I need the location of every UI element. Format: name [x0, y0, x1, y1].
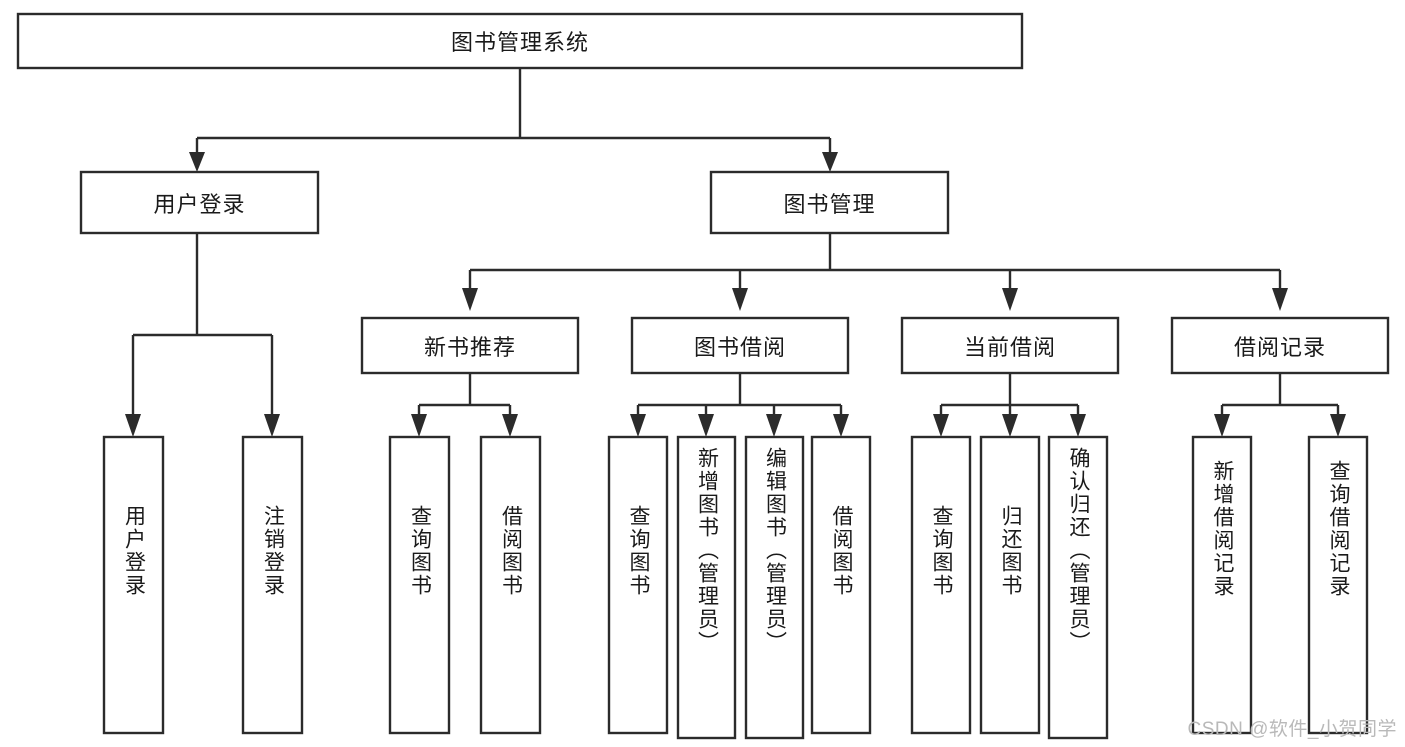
node-box-leaf-query-book-borrow[interactable] — [607, 435, 669, 735]
connector-newbook-to-leaves — [411, 373, 518, 437]
node-box-new-book-recommend[interactable] — [360, 316, 580, 375]
arrow-leaf-borrow-book — [833, 414, 849, 437]
connector-root-to-level2 — [189, 68, 838, 172]
node-box-book-manage[interactable] — [709, 170, 950, 235]
arrow-leaf-return-book — [1002, 414, 1018, 437]
arrow-leaf-edit-book — [766, 414, 782, 437]
node-box-current-borrow[interactable] — [900, 316, 1120, 375]
connector-userlogin-to-leaves — [125, 233, 280, 437]
csdn-watermark: CSDN @软件_小贺同学 — [1187, 719, 1397, 740]
connector-bookmanage-to-level3 — [462, 233, 1288, 311]
node-box-leaf-add-book[interactable] — [676, 435, 737, 740]
connector-currentborrow-to-leaves — [933, 373, 1086, 437]
node-box-book-borrow[interactable] — [630, 316, 850, 375]
node-box-leaf-query-book-rec[interactable] — [388, 435, 451, 735]
arrow-leaf-logout — [264, 414, 280, 437]
arrow-leaf-query-book-rec — [411, 414, 427, 437]
arrow-leaf-add-book — [698, 414, 714, 437]
arrow-user-login — [189, 152, 205, 172]
arrow-current-borrow — [1002, 288, 1018, 311]
arrow-new-book-recommend — [462, 288, 478, 311]
arrow-leaf-query-book-current — [933, 414, 949, 437]
node-box-leaf-borrow-book[interactable] — [810, 435, 872, 735]
arrow-leaf-query-book-borrow — [630, 414, 646, 437]
node-box-leaf-confirm-return[interactable] — [1047, 435, 1109, 740]
arrow-leaf-borrow-book-rec — [502, 414, 518, 437]
node-box-leaf-query-record[interactable] — [1307, 435, 1369, 735]
node-box-leaf-query-book-current[interactable] — [910, 435, 972, 735]
arrow-leaf-confirm-return — [1070, 414, 1086, 437]
node-box-borrow-record[interactable] — [1170, 316, 1390, 375]
connector-bookborrow-to-leaves — [630, 373, 849, 437]
node-box-leaf-logout[interactable] — [241, 435, 304, 735]
arrow-book-borrow — [732, 288, 748, 311]
node-box-leaf-edit-book[interactable] — [744, 435, 805, 740]
node-box-leaf-return-book[interactable] — [979, 435, 1041, 735]
connector-borrowrecord-to-leaves — [1214, 373, 1346, 437]
node-box-leaf-add-record[interactable] — [1191, 435, 1253, 735]
arrow-borrow-record — [1272, 288, 1288, 311]
node-box-leaf-borrow-book-rec[interactable] — [479, 435, 542, 735]
node-box-user-login[interactable] — [79, 170, 320, 235]
arrow-leaf-user-login — [125, 414, 141, 437]
arrow-book-manage — [822, 152, 838, 172]
arrow-leaf-query-record — [1330, 414, 1346, 437]
arrow-leaf-add-record — [1214, 414, 1230, 437]
node-box-leaf-user-login[interactable] — [102, 435, 165, 735]
node-box-root[interactable] — [16, 12, 1024, 70]
